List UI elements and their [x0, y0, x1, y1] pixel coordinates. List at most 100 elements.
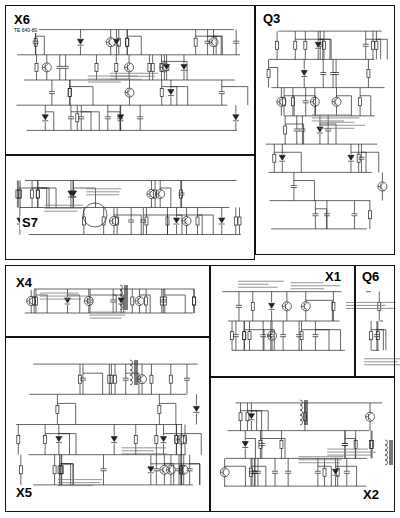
wire: [318, 31, 319, 41]
wire: [110, 46, 111, 55]
resistor-symbol: [19, 466, 22, 474]
wire: [323, 49, 324, 59]
transistor-symbol: [137, 375, 146, 384]
wire: [114, 215, 141, 235]
wire: [282, 144, 283, 154]
transistor-symbol: [332, 97, 341, 106]
wire: [16, 424, 182, 425]
wire: [241, 411, 269, 431]
transistor-symbol: [27, 297, 33, 305]
resistor-symbol: [375, 41, 378, 49]
wire: [270, 321, 271, 332]
wire: [271, 87, 384, 88]
wire: [317, 476, 318, 486]
wire: [163, 305, 164, 313]
wire: [183, 474, 184, 485]
resistor-symbol: [169, 375, 172, 383]
note-text-marks: [346, 308, 396, 309]
note-text-marks: [122, 447, 167, 448]
wire: [222, 87, 248, 106]
transistor-symbol: [27, 297, 36, 306]
wire: [121, 289, 122, 297]
capacitor-symbol: [299, 126, 305, 134]
wire: [284, 88, 285, 98]
wire: [107, 122, 108, 131]
wire: [377, 340, 378, 351]
resistor-symbol: [36, 190, 39, 198]
wire: [365, 49, 366, 59]
capacitor-symbol: [272, 468, 278, 476]
wire: [304, 59, 305, 69]
wire: [35, 46, 36, 55]
wire: [197, 208, 198, 218]
note-text-marks: [122, 453, 167, 454]
wire: [213, 30, 214, 39]
wire: [36, 71, 37, 80]
wire: [368, 59, 369, 69]
wire: [166, 55, 167, 64]
note-text-marks: [44, 211, 77, 212]
resistor-symbol: [95, 63, 98, 71]
wire: [161, 80, 162, 89]
wire: [90, 289, 91, 297]
wire: [360, 88, 361, 98]
wire: [225, 458, 366, 459]
transistor-symbol: [42, 63, 51, 72]
wire: [70, 122, 71, 131]
wire: [235, 208, 236, 218]
resistor-symbol: [60, 466, 63, 474]
transistor-symbol: [277, 97, 286, 106]
circuit-section: [18, 289, 195, 318]
wire: [380, 321, 383, 322]
wire: [179, 474, 180, 485]
wire: [315, 209, 326, 229]
transistor-symbol: [182, 217, 188, 225]
wire: [18, 444, 19, 455]
note-text-marks: [40, 293, 79, 294]
circuit-section-box: Q6: [355, 265, 395, 377]
wire: [320, 124, 336, 144]
wire: [127, 30, 128, 39]
wire: [351, 152, 366, 172]
wire: [350, 162, 351, 172]
resistor-symbol: [35, 63, 38, 71]
wire: [283, 321, 284, 332]
capacitor-symbol: [219, 89, 225, 97]
transistor-symbol: [125, 63, 134, 72]
wire: [190, 464, 200, 485]
capacitor-symbol: [80, 375, 86, 383]
wire: [354, 201, 355, 211]
wire: [140, 105, 141, 114]
diode-symbol: [301, 71, 307, 77]
wire: [80, 46, 81, 55]
diode-symbol: [56, 437, 62, 443]
wire: [281, 88, 282, 98]
wire: [118, 46, 119, 55]
wire: [73, 198, 74, 208]
transistor-symbol: [84, 297, 90, 305]
resistor-symbol: [300, 332, 303, 340]
transistor-symbol: [366, 413, 372, 421]
resistor-symbol: [248, 332, 251, 340]
capacitor-symbol: [374, 332, 380, 340]
wire: [59, 434, 76, 455]
wire: [323, 78, 324, 88]
wire: [333, 310, 334, 321]
wire: [20, 455, 21, 466]
transistor-symbol: [125, 89, 131, 97]
wire: [62, 464, 73, 485]
transistor-symbol: [282, 302, 291, 311]
wire: [51, 97, 52, 106]
resistor-symbol: [115, 63, 118, 71]
wire: [315, 340, 316, 351]
wire: [120, 105, 121, 114]
wire: [320, 31, 321, 41]
diode-symbol: [333, 469, 339, 475]
wire: [37, 181, 38, 191]
wire: [161, 305, 162, 313]
wire: [18, 198, 19, 208]
wire: [69, 97, 70, 106]
resistor-symbol: [33, 297, 36, 305]
wire: [36, 36, 45, 55]
capacitor-symbol: [291, 183, 297, 191]
